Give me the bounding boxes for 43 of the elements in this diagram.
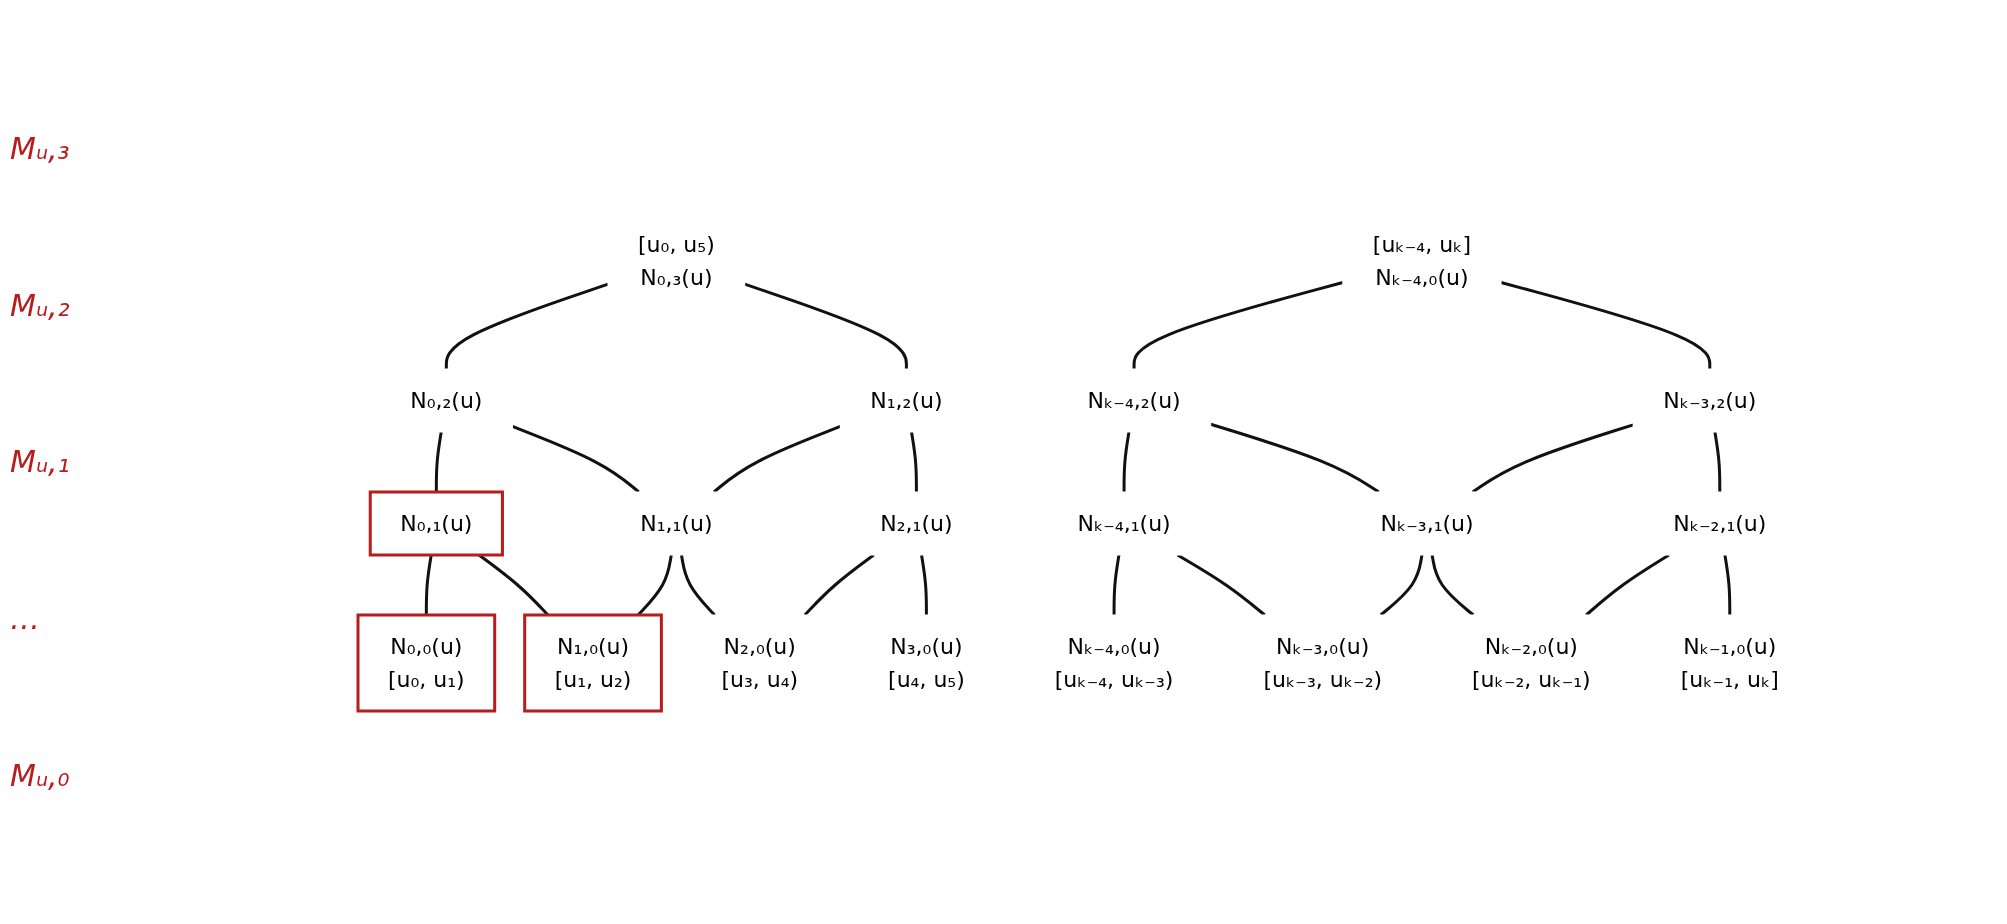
node-box: N₀,₀(u) [u₀, u₁) — [356, 613, 497, 713]
connector — [1713, 431, 1722, 492]
connector — [444, 282, 609, 369]
node-text: N₂,₀(u) [u₃, u₄) — [721, 634, 799, 692]
connector — [1500, 281, 1712, 369]
connector — [1210, 422, 1380, 494]
node-text: N₃,₀(u) [u₄, u₅) — [888, 634, 965, 692]
node-text: Nₖ₋₃,₁(u) — [1380, 511, 1474, 536]
connector — [1430, 554, 1475, 617]
node-box: N₁,₀(u) [u₁, u₂) — [523, 613, 663, 713]
connector — [1379, 554, 1424, 617]
node-text: Nₖ₋₂,₁(u) — [1673, 511, 1767, 536]
node-text: Nₖ₋₄,₂(u) — [1087, 388, 1181, 413]
connector — [1122, 431, 1131, 492]
connector — [1132, 281, 1344, 369]
node-text: N₂,₁(u) — [880, 511, 953, 536]
connector — [910, 431, 918, 492]
connector — [713, 425, 841, 494]
row-label: Mᵤ,₁ — [10, 444, 71, 480]
node-text: [uₖ₋₄, uₖ] Nₖ₋₄,₀(u) — [1372, 232, 1472, 290]
connector — [434, 431, 443, 492]
connector — [1471, 423, 1634, 494]
node-text: Nₖ₋₃,₂(u) — [1663, 388, 1757, 413]
connector — [744, 282, 908, 369]
node-text: N₁,₁(u) — [640, 511, 713, 536]
connector — [680, 554, 716, 617]
node-text: Nₖ₋₄,₁(u) — [1077, 511, 1171, 536]
row-label: Mᵤ,₂ — [10, 287, 71, 323]
node-text: Nₖ₋₄,₀(u) [uₖ₋₄, uₖ₋₃) — [1054, 634, 1174, 692]
node-text: N₁,₂(u) — [870, 388, 943, 413]
connector — [1112, 554, 1121, 615]
row-label: Mᵤ,₃ — [10, 130, 71, 166]
connector — [1723, 554, 1732, 615]
node-text: Nₖ₋₃,₀(u) [uₖ₋₃, uₖ₋₂) — [1263, 634, 1383, 692]
node-box: N₀,₁(u) — [368, 490, 504, 557]
node-text: N₀,₂(u) — [410, 388, 483, 413]
row-label: … — [10, 601, 41, 637]
node-text: [u₀, u₅) N₀,₃(u) — [638, 232, 715, 290]
node-text: Nₖ₋₂,₀(u) [uₖ₋₂, uₖ₋₁) — [1472, 634, 1591, 692]
connector — [920, 554, 928, 615]
node-text: Nₖ₋₁,₀(u) [uₖ₋₁, uₖ] — [1680, 634, 1779, 692]
row-label: Mᵤ,₀ — [10, 758, 71, 794]
connector — [511, 425, 640, 494]
